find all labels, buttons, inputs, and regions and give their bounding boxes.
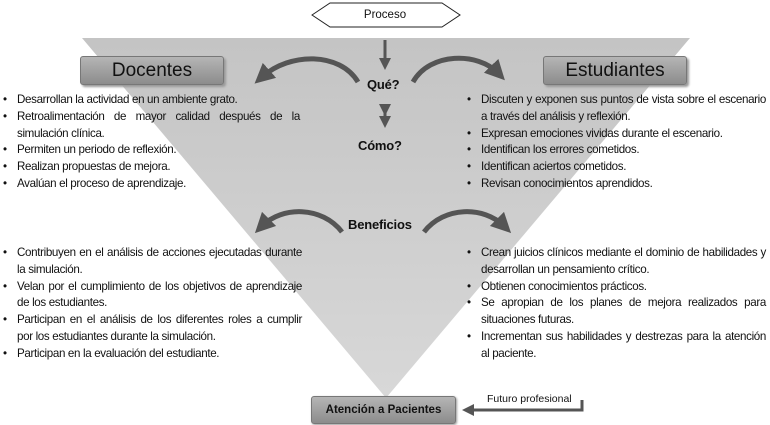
list-item: Realizan propuestas de mejora. — [0, 159, 300, 176]
list-item: Incrementan sus habilidades y destrezas … — [464, 329, 766, 363]
estudiantes-header: Estudiantes — [543, 56, 687, 85]
list-item: Participan en la evaluación del estudian… — [0, 346, 302, 363]
beneficios-label: Beneficios — [348, 217, 412, 232]
future-arrow — [462, 400, 584, 416]
curved-arrow-left-top — [254, 56, 361, 84]
curved-arrow-right-top — [410, 55, 505, 84]
list-item: Identifican aciertos cometidos. — [464, 159, 766, 176]
futuro-profesional-label: Futuro profesional — [487, 393, 572, 405]
list-item: Crean juicios clínicos mediante el domin… — [464, 245, 766, 279]
que-label: Qué? — [367, 77, 400, 92]
list-item: Velan por el cumplimiento de los objetiv… — [0, 279, 302, 313]
list-item: Se apropian de los planes de mejora real… — [464, 295, 766, 329]
estudiantes-que-list: Discuten y exponen sus puntos de vista s… — [464, 92, 766, 193]
list-item: Avalúan el proceso de aprendizaje. — [0, 176, 300, 193]
atencion-pacientes-box: Atención a Pacientes — [311, 396, 456, 424]
list-item: Retroalimentación de mayor calidad despu… — [0, 109, 300, 143]
list-item: Identifican los errores cometidos. — [464, 142, 766, 159]
list-item: Discuten y exponen sus puntos de vista s… — [464, 92, 766, 126]
como-label: Cómo? — [358, 138, 402, 153]
process-label: Proceso — [363, 9, 407, 21]
curved-arrow-right-bottom — [422, 209, 512, 234]
estudiantes-beneficios-list: Crean juicios clínicos mediante el domin… — [464, 245, 766, 363]
list-item: Obtienen conocimientos prácticos. — [464, 279, 766, 296]
process-hexagon — [311, 2, 461, 28]
list-item: Expresan emociones vividas durante el es… — [464, 126, 766, 143]
list-item: Permiten un periodo de reflexión. — [0, 142, 300, 159]
docentes-beneficios-list: Contribuyen en el análisis de acciones e… — [0, 245, 302, 363]
list-item: Contribuyen en el análisis de acciones e… — [0, 245, 302, 279]
curved-arrow-left-bottom — [254, 209, 344, 234]
list-item: Revisan conocimientos aprendidos. — [464, 176, 766, 193]
list-item: Participan en el análisis de los diferen… — [0, 312, 302, 346]
docentes-header: Docentes — [80, 56, 224, 85]
docentes-que-list: Desarrollan la actividad en un ambiente … — [0, 92, 300, 193]
list-item: Desarrollan la actividad en un ambiente … — [0, 92, 300, 109]
